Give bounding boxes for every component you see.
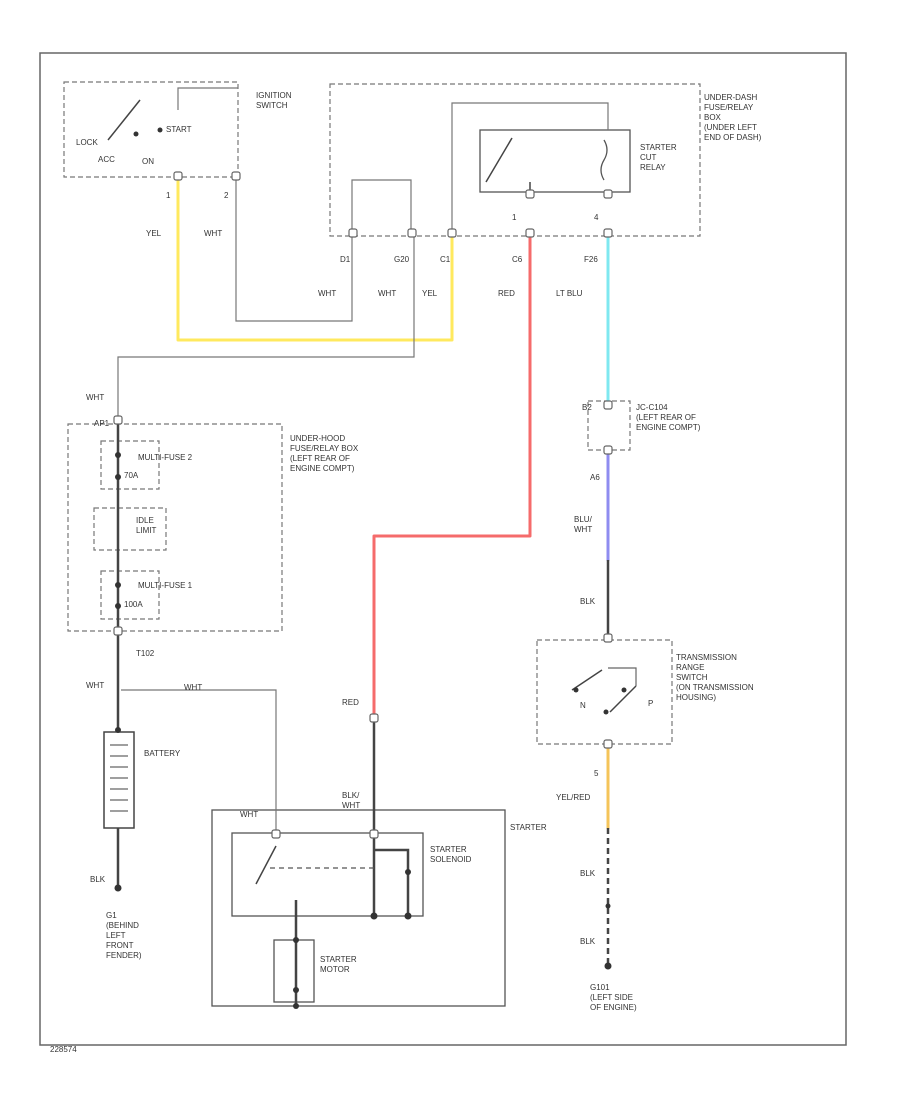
solenoid-coil bbox=[374, 848, 410, 916]
battery-symbol bbox=[103, 731, 135, 829]
relay-coil bbox=[600, 139, 608, 181]
ignition-switch-box bbox=[63, 81, 239, 178]
junction-dots bbox=[114, 127, 627, 1009]
idle-limit-box bbox=[93, 507, 167, 551]
relay-switch-blade bbox=[485, 137, 513, 183]
battery-label: BATTERY bbox=[144, 749, 181, 758]
multi-fuse-2-box bbox=[100, 440, 160, 490]
ign-switch-blade bbox=[107, 99, 141, 141]
wire-label-yel-1: YEL bbox=[146, 229, 162, 238]
connector-d1: D1 bbox=[340, 255, 351, 264]
starter-solenoid-box bbox=[231, 832, 424, 917]
trans-pin-5: 5 bbox=[594, 769, 599, 778]
c1-relay-feed bbox=[451, 102, 609, 233]
footer-code: 228574 bbox=[50, 1045, 77, 1054]
ign-pos-on: ON bbox=[142, 157, 154, 166]
tr-switch-blade-n bbox=[571, 669, 603, 691]
connector-g20: G20 bbox=[394, 255, 410, 264]
ign-pos-start: START bbox=[166, 125, 192, 134]
starter-motor-box bbox=[273, 939, 315, 1003]
diagram-frame bbox=[39, 52, 847, 1046]
connector-c1: C1 bbox=[440, 255, 451, 264]
wire-label-wht-d1: WHT bbox=[318, 289, 336, 298]
connector-pins bbox=[113, 171, 613, 839]
ign-pin-2: 2 bbox=[224, 191, 229, 200]
ign-internal bbox=[177, 87, 238, 110]
solenoid-switch-blade bbox=[255, 845, 277, 885]
multi-fuse-2-label: MULTI-FUSE 2 bbox=[138, 453, 193, 462]
starter-cut-relay-box bbox=[479, 129, 631, 193]
hood-box-top-conn: AP1 bbox=[94, 419, 110, 428]
multi-fuse-1-box bbox=[100, 570, 160, 620]
fuse-1-rating: 100A bbox=[124, 600, 143, 609]
wire-label-wht-battery: WHT bbox=[184, 683, 202, 692]
wire-label-ltblu: LT BLU bbox=[556, 289, 583, 298]
wire-label-wht-solenoid: WHT bbox=[240, 810, 258, 819]
yel-wire bbox=[176, 178, 454, 342]
fuse-2-rating: 70A bbox=[124, 471, 139, 480]
under-hood-box bbox=[67, 423, 283, 632]
ign-pos-lock: LOCK bbox=[76, 138, 98, 147]
wire-label-blk-2: BLK bbox=[580, 869, 596, 878]
wire-label-yel-c1: YEL bbox=[422, 289, 438, 298]
wire-label-red-starter: RED bbox=[342, 698, 359, 707]
starter-label: STARTER bbox=[510, 823, 547, 832]
wire-label-yel-red: YEL/RED bbox=[556, 793, 590, 802]
tr-switch-blade-p bbox=[609, 685, 637, 713]
red-wire bbox=[372, 231, 532, 720]
wht-g20-wire bbox=[117, 233, 415, 420]
trans-range-switch-box bbox=[536, 639, 673, 745]
wire-label-blk-1: BLK bbox=[580, 597, 596, 606]
under-dash-box bbox=[329, 83, 701, 237]
wire-label-wht-hood-top: WHT bbox=[86, 393, 104, 402]
trans-pos-n: N bbox=[580, 701, 586, 710]
trans-pos-p: P bbox=[648, 699, 653, 708]
ign-pos-acc: ACC bbox=[98, 155, 115, 164]
wht-ign-d1-wire bbox=[235, 179, 412, 322]
wire-label-red-c6: RED bbox=[498, 289, 515, 298]
wire-label-blu-wht: BLU/WHT bbox=[574, 515, 593, 534]
wire-label-blk-wht-starter: BLK/WHT bbox=[342, 791, 360, 810]
relay-pin-4: 4 bbox=[594, 213, 599, 222]
ign-pin-1: 1 bbox=[166, 191, 171, 200]
tr-switch-bridge bbox=[608, 667, 637, 686]
wire-label-wht-1: WHT bbox=[204, 229, 222, 238]
wire-label-wht-g20: WHT bbox=[378, 289, 396, 298]
wht-solenoid-wire bbox=[121, 689, 277, 830]
hood-box-bottom-conn: T102 bbox=[136, 649, 155, 658]
battery-cells bbox=[110, 744, 128, 812]
wire-label-wht-hood-bottom: WHT bbox=[86, 681, 104, 690]
connector-f26: F26 bbox=[584, 255, 598, 264]
joint-top-pin: B2 bbox=[582, 403, 592, 412]
wire-label-blk-ground: BLK bbox=[90, 875, 106, 884]
wire-label-blk-3: BLK bbox=[580, 937, 596, 946]
starter-box bbox=[211, 809, 506, 1007]
joint-bottom-pin: A6 bbox=[590, 473, 600, 482]
multi-fuse-1-label: MULTI-FUSE 1 bbox=[138, 581, 193, 590]
connector-c6: C6 bbox=[512, 255, 523, 264]
relay-pin-1: 1 bbox=[512, 213, 517, 222]
